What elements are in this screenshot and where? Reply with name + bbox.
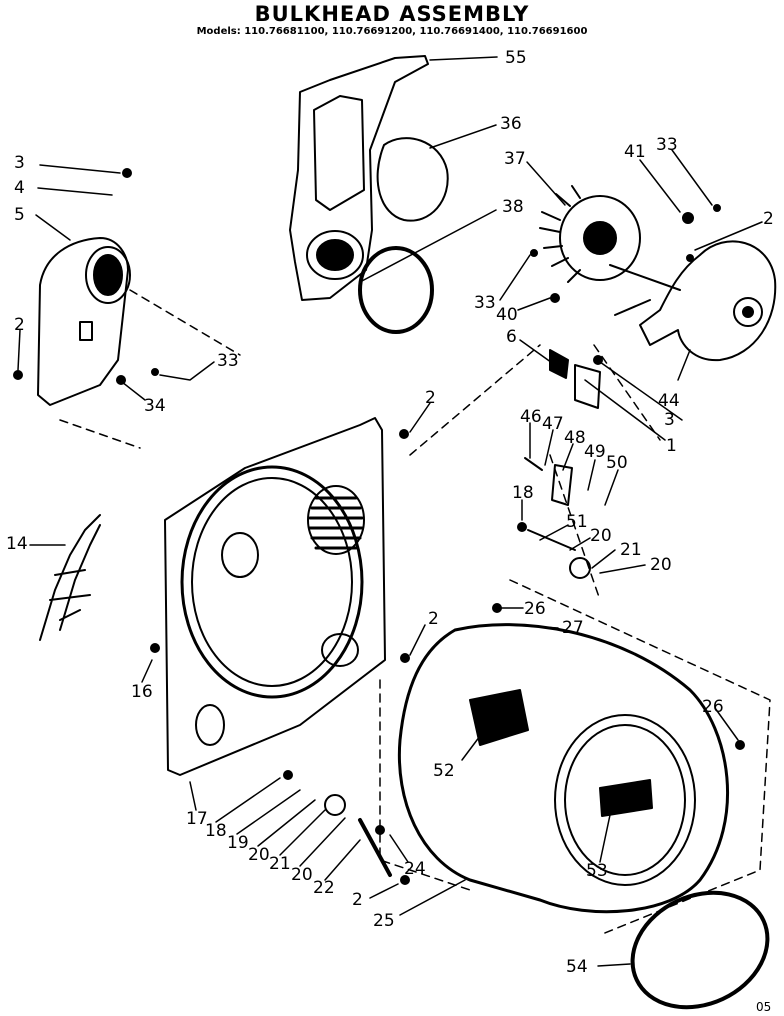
corner-code: 05 [756, 1000, 772, 1014]
part-label: 36 [500, 114, 522, 134]
seal-36 [376, 137, 449, 222]
part-label: 51 [566, 512, 588, 532]
part-label: 50 [606, 453, 628, 473]
part-label: 3 [664, 410, 675, 430]
part-label: 25 [373, 911, 395, 931]
part-label: 34 [144, 396, 166, 416]
part-label: 18 [205, 821, 227, 841]
part-label: 33 [474, 293, 496, 313]
part-label: 26 [524, 599, 546, 619]
small-parts [13, 168, 745, 885]
part-label: 21 [620, 540, 642, 560]
part-label: 16 [131, 682, 153, 702]
part-number-labels: 55 36 3 4 5 37 38 41 33 2 33 40 6 2 33 3… [6, 48, 774, 977]
part-label: 1 [666, 436, 677, 456]
part-label: 49 [584, 442, 606, 462]
dashed-reference-lines [59, 289, 771, 936]
part-label: 21 [269, 854, 291, 874]
part-label: 2 [352, 890, 363, 910]
part-label: 44 [658, 391, 680, 411]
wiring-harness [39, 514, 101, 641]
part-label: 6 [506, 327, 517, 347]
part-label: 19 [227, 833, 249, 853]
part-label: 46 [520, 407, 542, 427]
part-label: 5 [14, 205, 25, 225]
part-label: 27 [562, 618, 584, 638]
part-label: 2 [14, 315, 25, 335]
part-label: 52 [433, 761, 455, 781]
part-label: 37 [504, 149, 526, 169]
models-line: Models: 110.76681100, 110.76691200, 110.… [196, 26, 588, 37]
part-label: 55 [505, 48, 527, 68]
part-label: 2 [763, 209, 774, 229]
part-label: 47 [542, 414, 564, 434]
part-label: 26 [702, 697, 724, 717]
part-label: 33 [656, 135, 678, 155]
blower-housing [609, 240, 777, 362]
part-label: 48 [564, 428, 586, 448]
bulkhead-panel [164, 417, 386, 776]
part-label: 53 [586, 861, 608, 881]
part-label: 20 [590, 526, 612, 546]
part-label: 20 [248, 845, 270, 865]
leader-lines [17, 56, 763, 967]
lint-duct [37, 237, 131, 406]
part-label: 14 [6, 534, 28, 554]
part-label: 17 [186, 809, 208, 829]
part-label: 54 [566, 957, 588, 977]
seal-38 [358, 246, 434, 334]
part-label: 33 [217, 351, 239, 371]
part-label: 3 [14, 153, 25, 173]
part-label: 18 [512, 483, 534, 503]
drum-seal [630, 890, 770, 1010]
part-label: 24 [404, 859, 426, 879]
part-label: 38 [502, 197, 524, 217]
part-label: 22 [313, 878, 335, 898]
part-label: 2 [428, 609, 439, 629]
part-label: 41 [624, 142, 646, 162]
part-label: 20 [291, 865, 313, 885]
part-label: 2 [425, 388, 436, 408]
part-label: 4 [14, 178, 25, 198]
rear-duct [289, 55, 429, 301]
part-label: 40 [496, 305, 518, 325]
blower-wheel [539, 185, 641, 283]
diagram-title: BULKHEAD ASSEMBLY [254, 2, 530, 26]
part-label: 20 [650, 555, 672, 575]
